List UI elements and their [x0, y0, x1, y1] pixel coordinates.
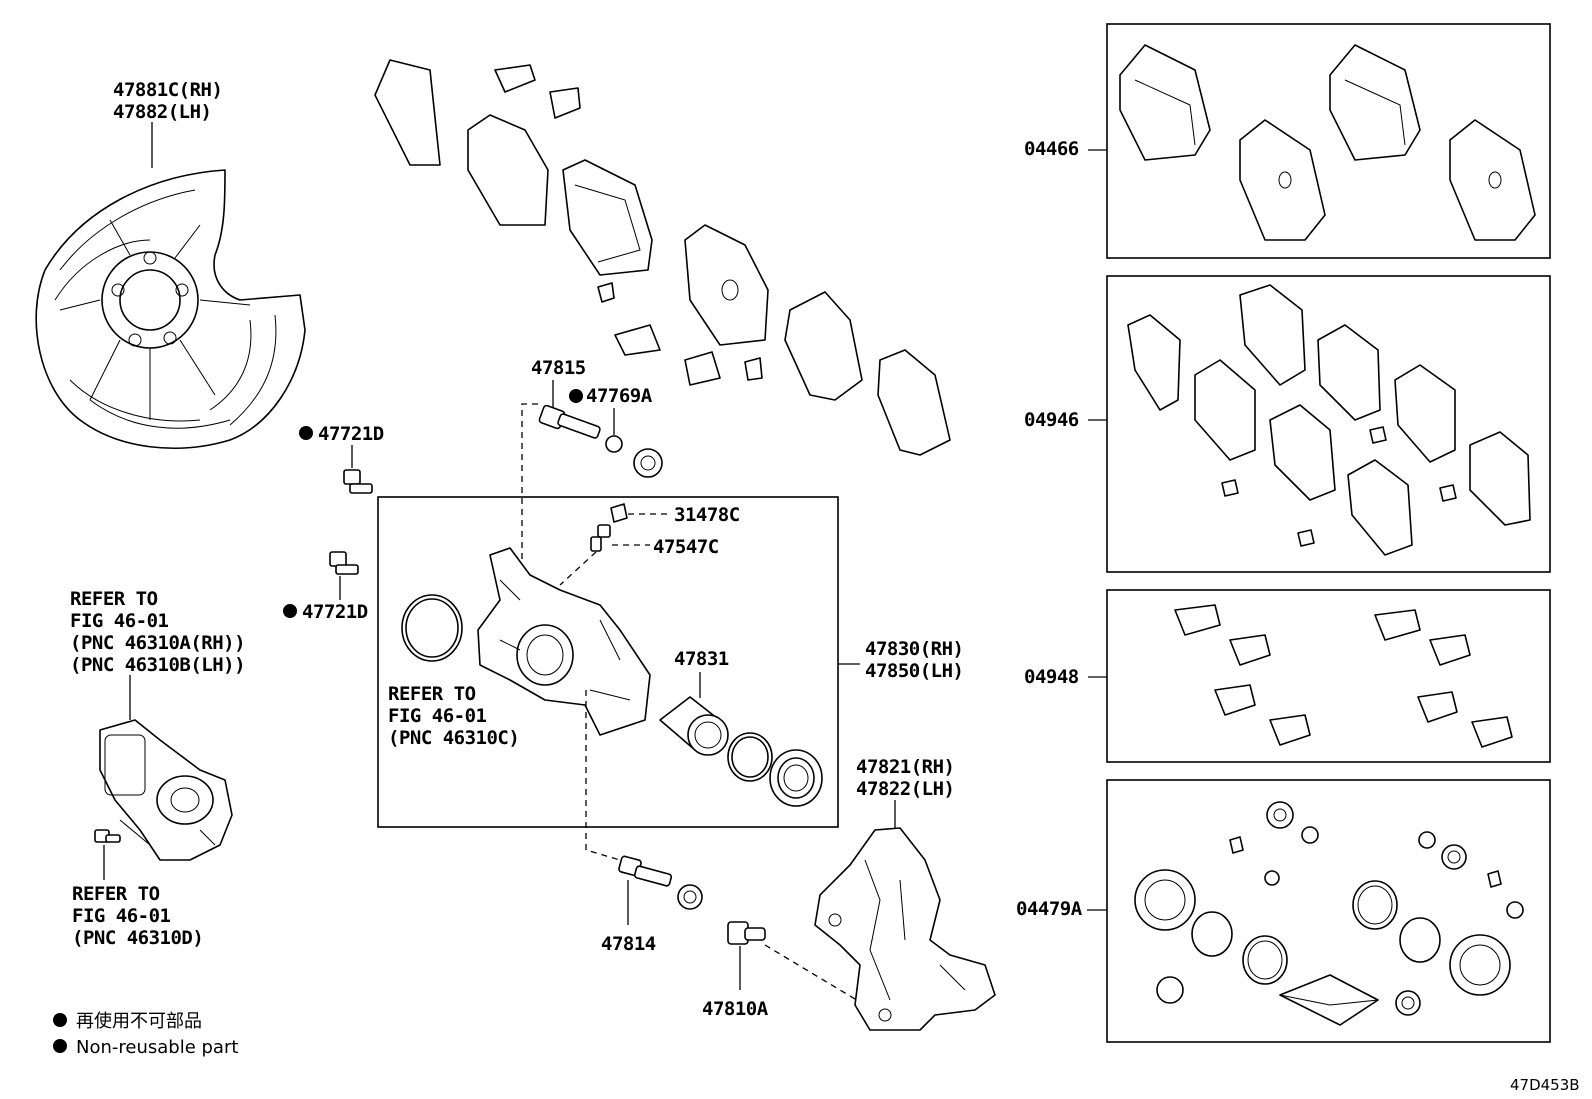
motor-bolt[interactable]: [94, 829, 121, 843]
refer-caliper-line1: REFER TO: [388, 683, 476, 705]
refer-bolt-line2: FIG 46-01: [72, 905, 171, 927]
refer-motor-line4: (PNC 46310B(LH)): [70, 654, 245, 676]
part-label-47831: 47831: [674, 648, 729, 670]
caliper-o-ring[interactable]: [401, 594, 463, 662]
parking-brake-motor[interactable]: [99, 719, 233, 861]
refer-caliper-line2: FIG 46-01: [388, 705, 487, 727]
disc-brake-pad-inner[interactable]: [684, 224, 769, 346]
kit-box-04948: [1106, 589, 1551, 763]
legend-dot-en: [53, 1039, 67, 1053]
pad-support-clip-mid[interactable]: [614, 324, 763, 386]
kit-label-04948: 04948: [1024, 666, 1079, 688]
caliper-mounting-bracket[interactable]: [814, 827, 996, 1031]
cylinder-boot[interactable]: [769, 749, 823, 807]
legend-dot-jp: [53, 1013, 67, 1027]
piston-seal[interactable]: [727, 732, 773, 782]
refer-motor-line1: REFER TO: [70, 588, 158, 610]
non-reusable-dot: [569, 389, 583, 403]
caliper-body[interactable]: [477, 547, 651, 736]
caliper-piston[interactable]: [659, 696, 729, 756]
kit-04466-pads[interactable]: [1119, 44, 1536, 241]
bleeder-screw[interactable]: [590, 524, 611, 552]
slide-pin-47814[interactable]: [618, 855, 673, 887]
caliper-label-lh: 47850(LH): [865, 660, 963, 682]
refer-motor-line3: (PNC 46310A(RH)): [70, 632, 245, 654]
part-label-47721d-upper: 47721D: [318, 423, 384, 445]
kit-04479a-seals[interactable]: [1134, 801, 1524, 1026]
refer-bolt-line1: REFER TO: [72, 883, 160, 905]
bleeder-plug-cap[interactable]: [610, 503, 628, 523]
anti-squeal-shim-inner[interactable]: [467, 114, 549, 226]
boot-47814[interactable]: [677, 884, 703, 910]
refer-bolt-line3: (PNC 46310D): [72, 927, 203, 949]
kit-label-04479a: 04479A: [1016, 898, 1083, 920]
part-label-31478c: 31478C: [674, 504, 740, 526]
non-reusable-dot: [283, 604, 297, 618]
pad-wear-indicator[interactable]: [597, 282, 615, 303]
kit-box-04466: [1106, 23, 1551, 259]
anti-squeal-shim-outer[interactable]: [374, 59, 441, 166]
kit-label-04466: 04466: [1024, 138, 1079, 160]
caliper-label-rh: 47830(RH): [865, 638, 963, 660]
part-label-47814: 47814: [601, 933, 656, 955]
kit-box-04479a: [1106, 779, 1551, 1043]
dust-cover-label-lh: 47882(LH): [113, 101, 211, 123]
anti-squeal-shim-outer-2[interactable]: [877, 349, 951, 456]
dust-cover-label-rh: 47881C(RH): [113, 79, 222, 101]
part-label-47721d-lower: 47721D: [302, 601, 368, 623]
bolt-47721d-upper[interactable]: [343, 469, 373, 494]
refer-motor-line2: FIG 46-01: [70, 610, 169, 632]
kit-label-04946: 04946: [1024, 409, 1079, 431]
boot-47769a[interactable]: [605, 435, 663, 478]
legend-japanese: 再使用不可部品: [76, 1011, 202, 1032]
caliper-assembly-box: [377, 496, 839, 828]
mounting-label-lh: 47822(LH): [856, 778, 954, 800]
pad-support-clip-top[interactable]: [494, 64, 581, 119]
part-label-47769a: 47769A: [586, 385, 653, 407]
kit-box-04946: [1106, 275, 1551, 573]
part-label-47810a: 47810A: [702, 998, 769, 1020]
kit-04948-clips[interactable]: [1174, 604, 1513, 748]
mounting-bolt-47810a[interactable]: [727, 921, 766, 945]
non-reusable-dot: [299, 426, 313, 440]
part-label-47815: 47815: [531, 357, 586, 379]
part-label-47547c: 47547C: [653, 536, 719, 558]
slide-pin-47815[interactable]: [538, 404, 601, 439]
kit-04946-shims[interactable]: [1127, 284, 1531, 556]
mounting-label-rh: 47821(RH): [856, 756, 954, 778]
dust-cover-part[interactable]: [35, 169, 306, 449]
figure-code: 47D453B: [1510, 1076, 1580, 1094]
bolt-47721d-lower[interactable]: [329, 551, 359, 575]
legend-english: Non-reusable part: [76, 1037, 238, 1058]
refer-caliper-line3: (PNC 46310C): [388, 727, 519, 749]
anti-squeal-shim-inner-2[interactable]: [784, 291, 863, 401]
disc-brake-pad-outer[interactable]: [562, 159, 653, 276]
